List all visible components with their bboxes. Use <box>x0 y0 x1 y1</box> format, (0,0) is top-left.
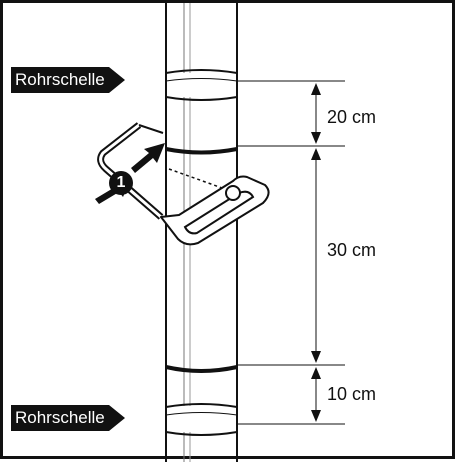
clamp-band-top <box>165 69 238 101</box>
clamp-ring-lower <box>165 365 238 373</box>
clamp-band-bottom <box>165 403 238 436</box>
pipe-diagram <box>95 3 345 462</box>
label-clamp-bottom: Rohrschelle <box>11 405 125 431</box>
dimension-bottom-label: 10 cm <box>325 384 379 405</box>
label-clamp-bottom-arrow <box>108 405 125 431</box>
dimension-middle-label: 30 cm <box>325 240 379 261</box>
dimension-lines <box>237 80 345 425</box>
dimension-top-label: 20 cm <box>325 107 379 128</box>
label-clamp-top-text: Rohrschelle <box>11 67 109 93</box>
label-clamp-top: Rohrschelle <box>11 67 125 93</box>
label-clamp-bottom-text: Rohrschelle <box>11 405 109 431</box>
clamp-ring-middle <box>165 147 238 155</box>
label-clamp-top-arrow <box>108 67 125 93</box>
clamp-tool <box>97 122 270 246</box>
callout-number-1: 1 <box>109 171 133 195</box>
